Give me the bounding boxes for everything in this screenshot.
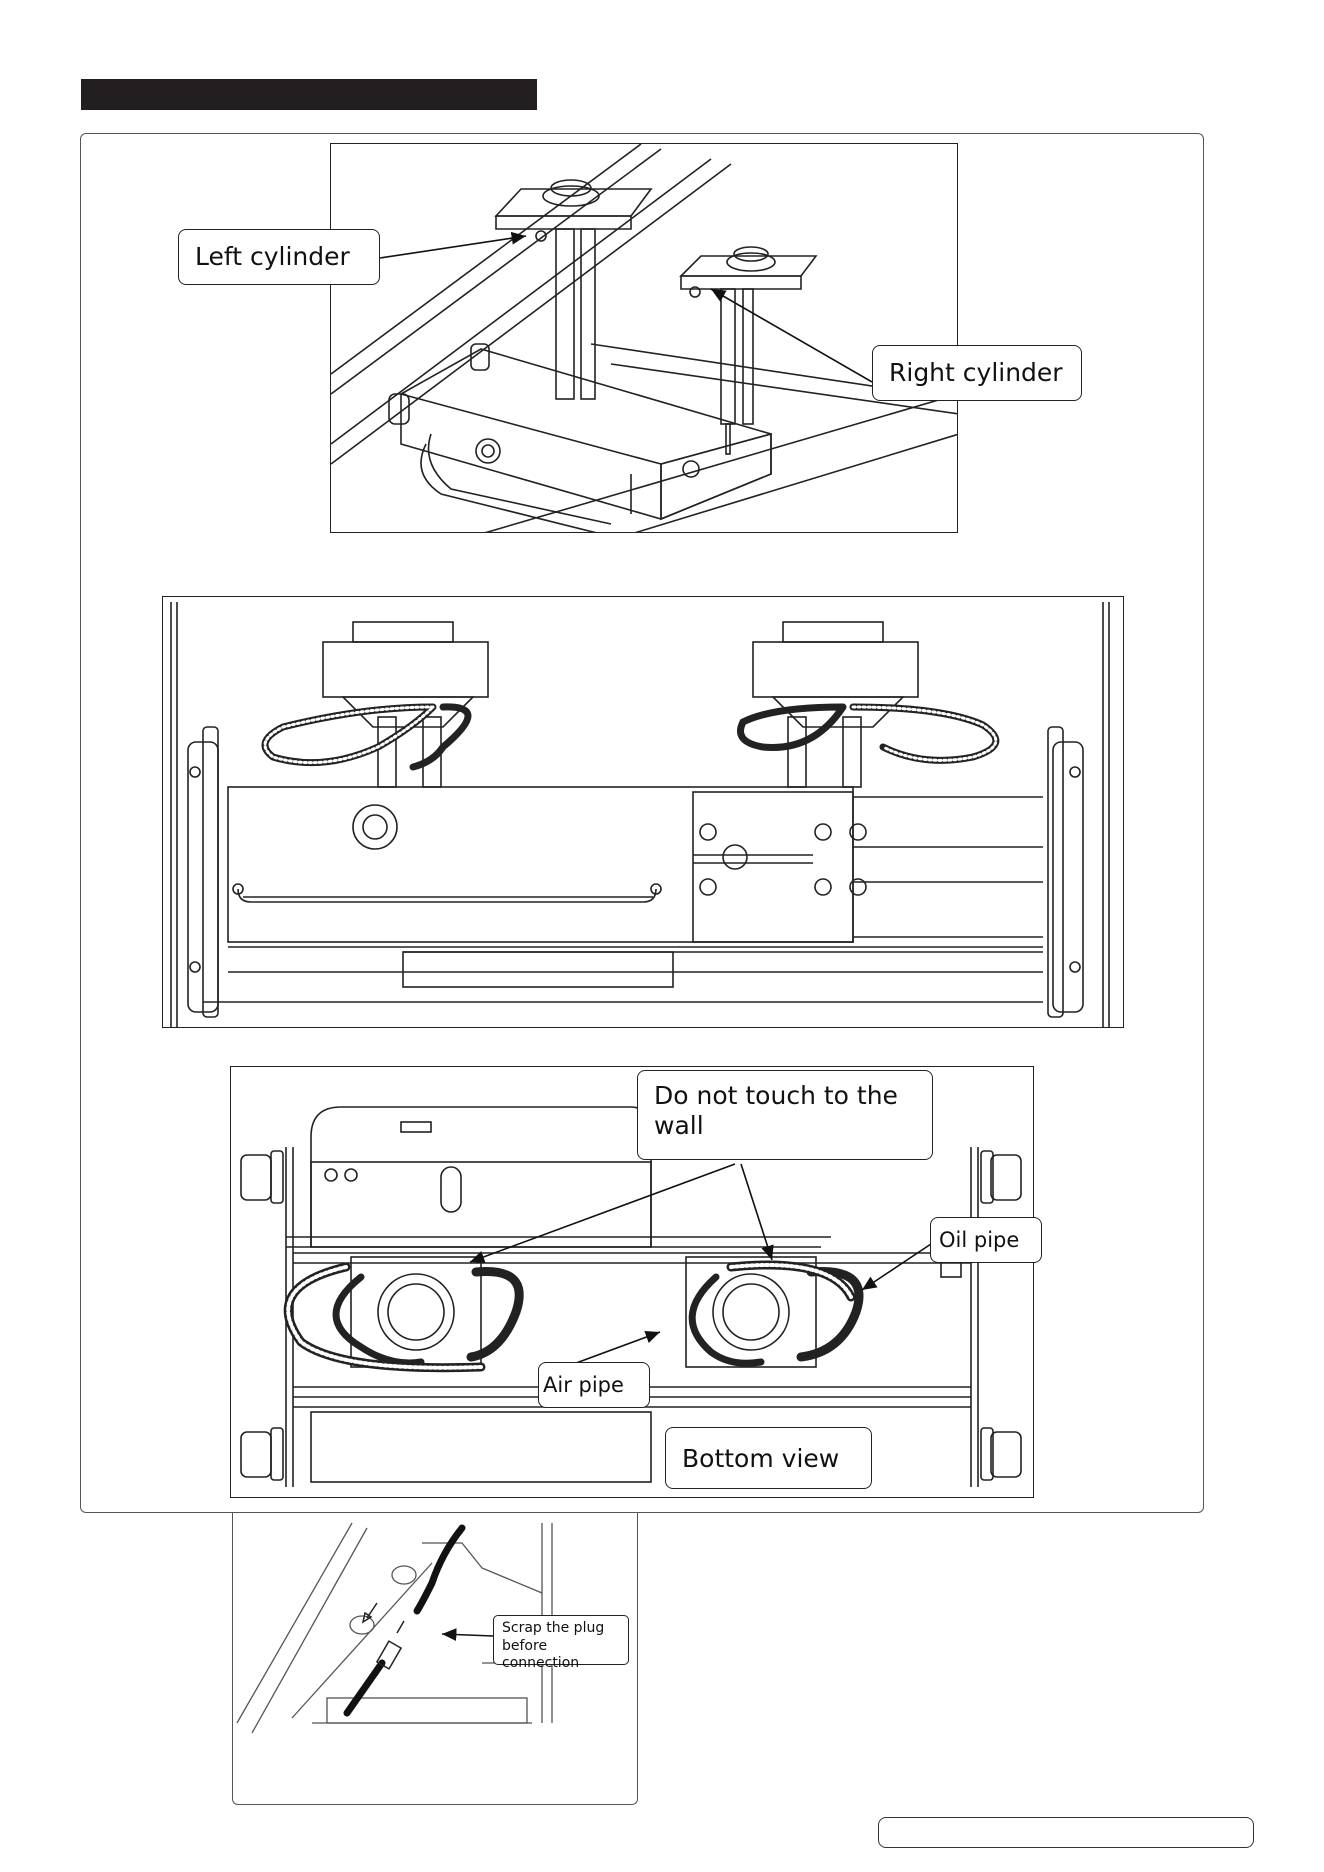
figure-top-perspective-drawing bbox=[331, 144, 958, 533]
figure-front-view-drawing bbox=[163, 597, 1124, 1028]
figure-top-perspective bbox=[330, 143, 958, 533]
callout-do-not-touch: Do not touch to the wall bbox=[637, 1070, 933, 1160]
callout-left-cylinder: Left cylinder bbox=[178, 229, 380, 285]
callout-air-pipe: Air pipe bbox=[538, 1362, 650, 1408]
footer-label-box bbox=[878, 1817, 1254, 1848]
callout-scrap-plug: Scrap the plug before connection bbox=[493, 1615, 629, 1665]
callout-oil-pipe: Oil pipe bbox=[930, 1217, 1042, 1263]
figure-front-view bbox=[162, 596, 1124, 1028]
section-header-bar bbox=[81, 79, 537, 110]
callout-bottom-view: Bottom view bbox=[665, 1427, 872, 1489]
callout-right-cylinder: Right cylinder bbox=[872, 345, 1082, 401]
